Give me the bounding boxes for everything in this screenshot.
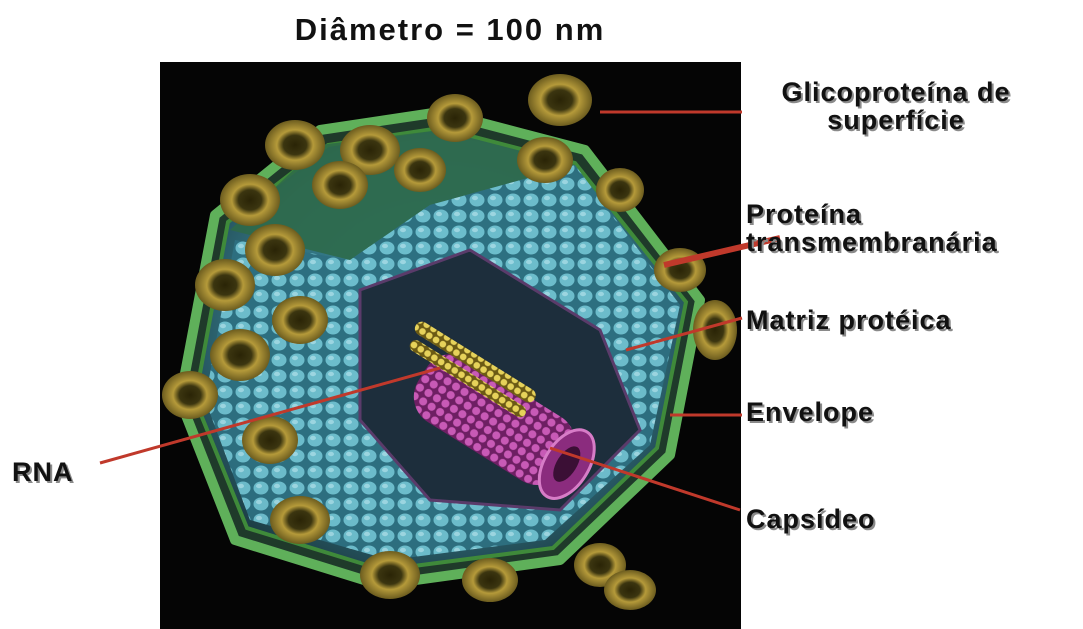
label-glycoprotein-line1: Glicoproteína de <box>736 78 1056 106</box>
label-matrix-protein: Matriz protéica <box>746 306 952 334</box>
label-transmembrane-protein: Proteína transmembranária <box>746 200 998 256</box>
label-transmembrane-line2: transmembranária <box>746 228 998 256</box>
label-rna: RNA <box>12 458 74 486</box>
label-envelope: Envelope <box>746 398 874 426</box>
label-glycoprotein-line2: superfície <box>736 106 1056 134</box>
label-surface-glycoprotein: Glicoproteína de superfície <box>736 78 1056 134</box>
label-capsid: Capsídeo <box>746 505 876 533</box>
label-transmembrane-line1: Proteína <box>746 200 998 228</box>
